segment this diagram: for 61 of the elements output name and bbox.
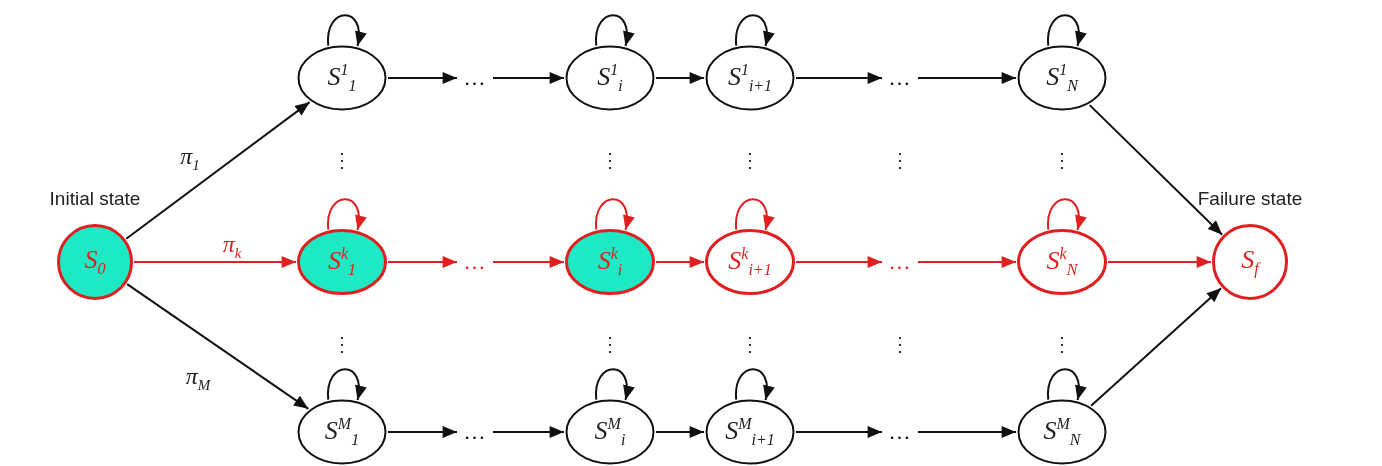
arrow xyxy=(917,426,1017,438)
state-ellipse xyxy=(705,229,795,295)
state-ellipse xyxy=(297,399,387,465)
state-ellipse xyxy=(1212,224,1288,300)
state-ellipse xyxy=(1017,229,1107,295)
state-label: S$_{0}$ xyxy=(84,246,106,278)
arrow xyxy=(1107,256,1212,268)
state-ellipse xyxy=(565,45,655,111)
vertical-ellipsis: ⋮ xyxy=(600,334,620,354)
arrow xyxy=(492,72,565,84)
state-ellipse xyxy=(565,399,655,465)
state-ellipse xyxy=(705,399,795,465)
state-caption: Initial state xyxy=(49,188,141,210)
vertical-ellipsis: ⋮ xyxy=(890,150,910,170)
arrow xyxy=(1090,287,1223,407)
arrow xyxy=(655,72,705,84)
vertical-ellipsis: ⋮ xyxy=(600,150,620,170)
state-ellipse xyxy=(1017,399,1107,465)
arrow xyxy=(492,256,565,268)
vertical-ellipsis: ⋮ xyxy=(740,334,760,354)
state-ellipse xyxy=(565,229,655,295)
state-ellipse xyxy=(57,224,133,300)
self-loop-arrow xyxy=(735,368,774,401)
self-loop-arrow xyxy=(735,198,774,231)
self-loop-arrow xyxy=(735,14,774,47)
self-loop-arrow xyxy=(1047,368,1086,401)
vertical-ellipsis: ⋮ xyxy=(890,334,910,354)
arrow xyxy=(125,101,311,240)
self-loop-arrow xyxy=(595,14,634,47)
self-loop-arrow xyxy=(327,198,366,231)
state-ellipse xyxy=(1017,45,1107,111)
arrow xyxy=(917,72,1017,84)
arrow xyxy=(133,256,297,268)
arrow xyxy=(917,256,1017,268)
arrow xyxy=(795,426,883,438)
state-label: S$_{f}$ xyxy=(1241,246,1259,278)
state-caption: Failure state xyxy=(1197,188,1303,210)
state-ellipse xyxy=(297,229,387,295)
self-loop-arrow xyxy=(1047,14,1086,47)
self-loop-arrow xyxy=(327,14,366,47)
vertical-ellipsis: ⋮ xyxy=(1052,150,1072,170)
arrow xyxy=(795,256,883,268)
vertical-ellipsis: ⋮ xyxy=(740,150,760,170)
self-loop-arrow xyxy=(595,368,634,401)
state-ellipse xyxy=(297,45,387,111)
self-loop-arrow xyxy=(327,368,366,401)
vertical-ellipsis: ⋮ xyxy=(332,334,352,354)
vertical-ellipsis: ⋮ xyxy=(1052,334,1072,354)
arrow xyxy=(126,283,310,410)
arrow xyxy=(1088,104,1224,236)
arrow xyxy=(492,426,565,438)
arrow xyxy=(387,426,458,438)
vertical-ellipsis: ⋮ xyxy=(332,150,352,170)
arrow xyxy=(655,426,705,438)
self-loop-arrow xyxy=(1047,198,1086,231)
arrow xyxy=(387,72,458,84)
arrow xyxy=(795,72,883,84)
arrow xyxy=(655,256,705,268)
self-loop-arrow xyxy=(595,198,634,231)
state-ellipse xyxy=(705,45,795,111)
arrow xyxy=(387,256,458,268)
